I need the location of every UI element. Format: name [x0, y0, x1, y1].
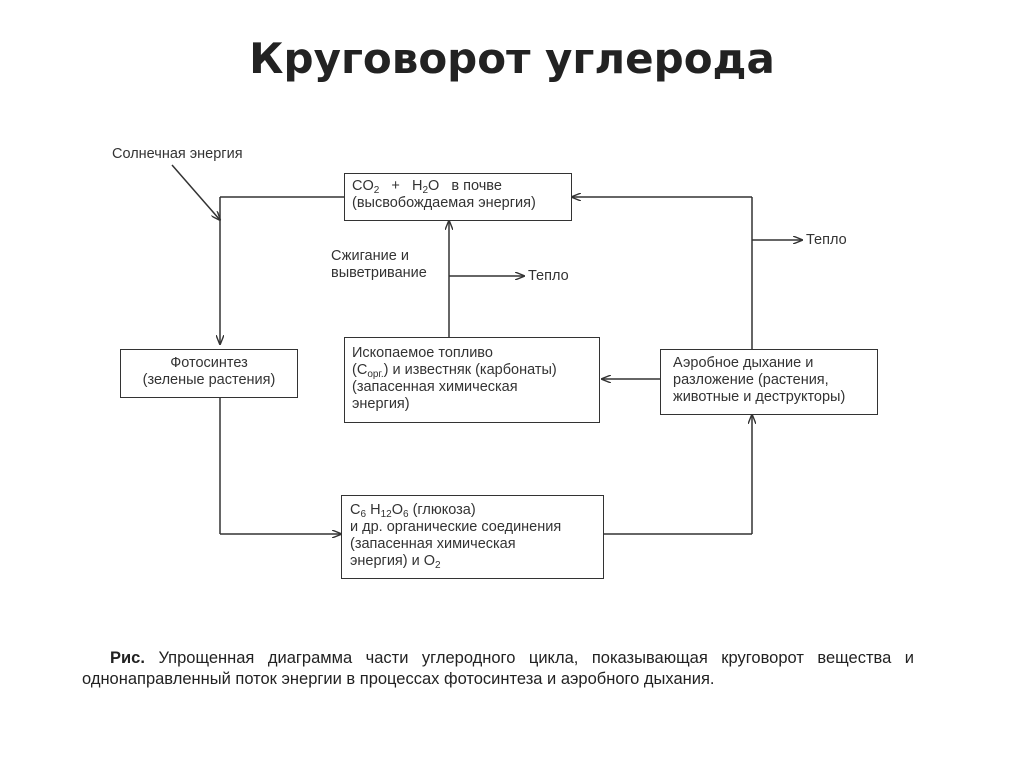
page-title: Круговорот углерода	[249, 34, 775, 83]
soil-box-line1: CO2 + H2O в почве	[352, 178, 502, 196]
glucose-box: С6 H12O6 (глюкоза) и др. органические со…	[341, 495, 604, 579]
soil-co2-h2o-box: CO2 + H2O в почве (высвобождаемая энерги…	[344, 173, 572, 221]
figure-caption: Рис. Упрощенная диаграмма части углеродн…	[82, 648, 914, 690]
arrow-solar-energy	[171, 164, 220, 220]
fossil-fuel-box: Ископаемое топливо (Сорг.) и известняк (…	[344, 337, 600, 423]
burning-label: Сжигание и выветривание	[331, 248, 427, 281]
solar-energy-label: Солнечная энергия	[112, 146, 243, 162]
soil-box-line2: (высвобождаемая энергия)	[352, 195, 536, 211]
caption-text: Упрощенная диаграмма части углеродного ц…	[82, 649, 914, 688]
heat-middle-label: Тепло	[528, 268, 569, 284]
photosynthesis-box: Фотосинтез (зеленые растения)	[120, 349, 298, 398]
caption-label: Рис.	[110, 649, 145, 667]
heat-right-label: Тепло	[806, 232, 847, 248]
aerobic-respiration-box: Аэробное дыхание и разложение (растения,…	[660, 349, 878, 415]
